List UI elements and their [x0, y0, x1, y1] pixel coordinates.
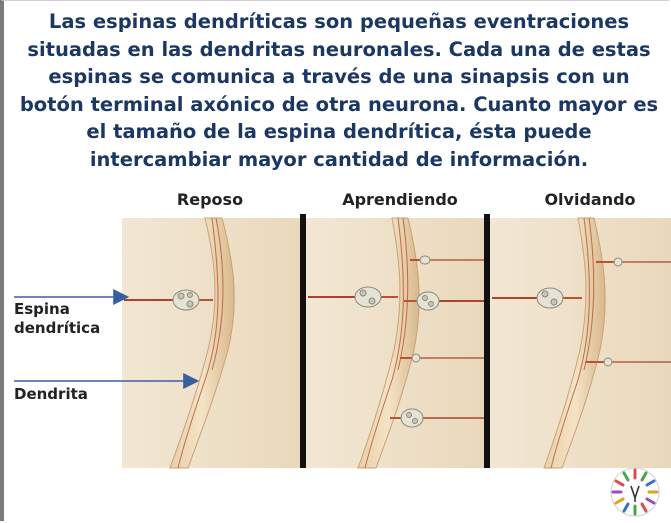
- panel-title-forgetting: Olvidando: [544, 190, 636, 209]
- panel-forgetting-bg: [490, 218, 671, 468]
- synapse-learning-3: [419, 255, 431, 265]
- synapse-forgetting-2: [613, 257, 623, 267]
- label-spine: Espina dendrítica: [14, 300, 100, 338]
- panel-title-rest: Reposo: [176, 190, 244, 209]
- label-spine-line1: Espina: [14, 300, 70, 318]
- dendrite-forgetting: [543, 217, 606, 469]
- divider-right: [484, 214, 490, 468]
- synapse-learning-2: [416, 291, 440, 311]
- intro-text: Las espinas dendríticas son pequeñas eve…: [19, 10, 659, 171]
- label-dendrite: Dendrita: [14, 385, 88, 403]
- synapse-forgetting-1: [536, 287, 564, 309]
- synapse-learning-5: [400, 408, 424, 428]
- label-spine-line2: dendrítica: [14, 319, 101, 337]
- panel-title-learning: Aprendiendo: [342, 190, 458, 209]
- divider-left: [300, 214, 306, 468]
- dendrite-rest: [169, 217, 235, 469]
- synapse-rest: [172, 289, 200, 311]
- synapse-forgetting-3: [603, 357, 613, 367]
- synapse-learning-4: [411, 353, 421, 363]
- synapse-learning-1: [354, 286, 382, 308]
- logo-icon: [610, 467, 660, 517]
